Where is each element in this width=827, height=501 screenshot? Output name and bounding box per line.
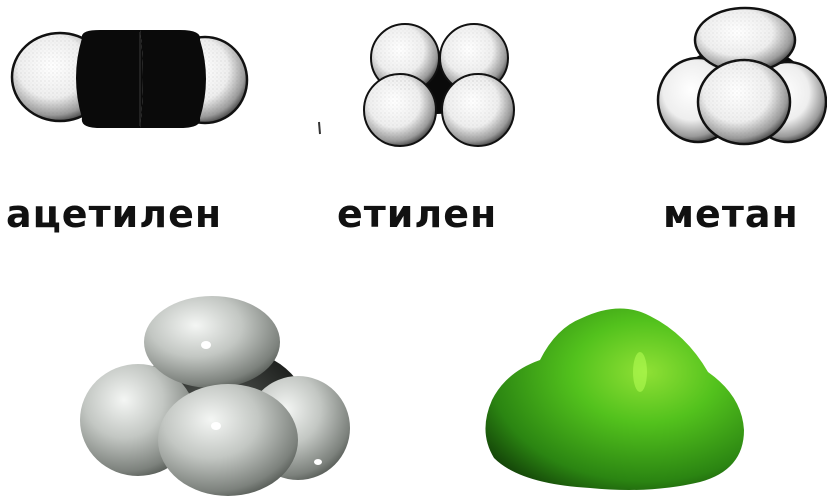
acetylene-model <box>12 30 247 128</box>
scan-mark <box>319 122 320 134</box>
methane-model <box>658 8 826 144</box>
methane-3d-model <box>80 296 350 496</box>
hydrogen-dots-4 <box>444 76 512 144</box>
carbon-atom-right <box>140 30 206 128</box>
hydrogen-dots-top <box>697 10 793 70</box>
highlight-top <box>201 341 211 349</box>
hydrogen-dots-3 <box>366 76 434 144</box>
ethylene-model <box>319 24 514 146</box>
surface-highlight <box>633 352 647 392</box>
label-methane: метан <box>663 186 799 242</box>
hydrogen-dots-front <box>700 62 788 142</box>
label-acetylene: ацетилен <box>6 186 222 242</box>
carbon-atom-left <box>76 30 143 128</box>
green-surface <box>485 308 744 490</box>
hydrogen-ball-top <box>144 296 280 388</box>
electron-density-surface <box>485 308 744 490</box>
highlight-front <box>211 422 221 430</box>
hydrogen-ball-front <box>158 384 298 496</box>
label-ethylene: етилен <box>337 186 497 242</box>
highlight-right <box>314 459 322 465</box>
